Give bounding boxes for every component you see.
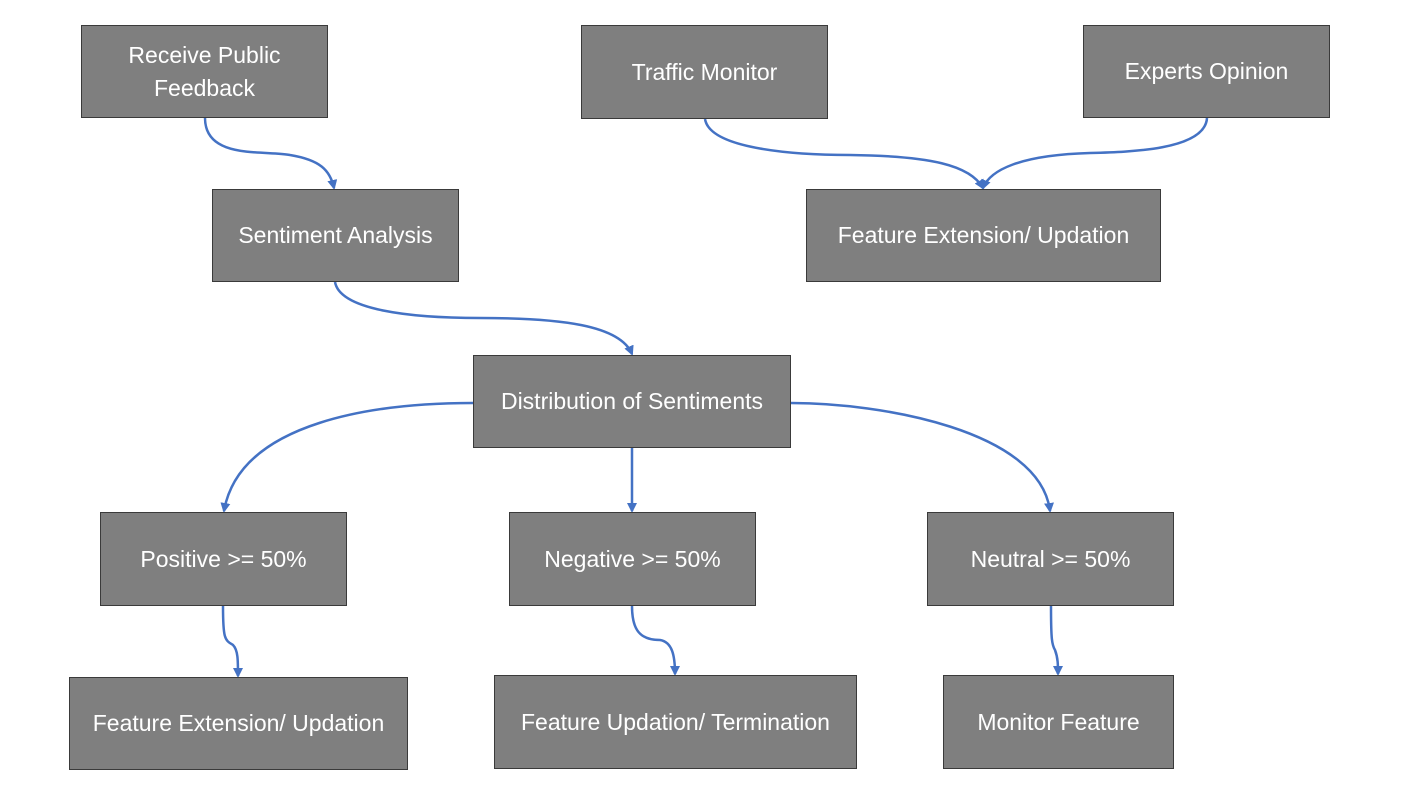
feature-updation-termination-box: Feature Updation/ Termination — [494, 675, 857, 769]
feature-extension-updation-top-box: Feature Extension/ Updation — [806, 189, 1161, 282]
sentiment-analysis-box: Sentiment Analysis — [212, 189, 459, 282]
connector-receive-to-sentiment — [203, 117, 338, 190]
feature-extension-updation-bottom-label: Feature Extension/ Updation — [92, 710, 385, 736]
connector-traffic-to-feature — [703, 118, 985, 190]
experts-opinion-label: Experts Opinion — [1124, 58, 1289, 84]
distribution-of-sentiments-label: Distribution of Sentiments — [500, 388, 764, 414]
connector-negative-to-termination — [630, 605, 680, 676]
connector-experts-to-feature — [981, 117, 1209, 190]
sentiment-analysis-label: Sentiment Analysis — [238, 222, 433, 248]
neutral-threshold-label: Neutral >= 50% — [970, 545, 1131, 572]
monitor-feature-label: Monitor Feature — [977, 708, 1140, 735]
feature-extension-updation-bottom-box: Feature Extension/ Updation — [69, 677, 408, 770]
connector-neutral-to-monitor — [1049, 605, 1063, 676]
connector-sentiment-to-distribution — [333, 281, 634, 356]
positive-threshold-label: Positive >= 50% — [140, 545, 307, 572]
feature-extension-updation-top-label: Feature Extension/ Updation — [837, 222, 1130, 248]
monitor-feature-box: Monitor Feature — [943, 675, 1174, 769]
negative-threshold-label: Negative >= 50% — [544, 545, 721, 572]
neutral-threshold-box: Neutral >= 50% — [927, 512, 1174, 606]
feature-updation-termination-label: Feature Updation/ Termination — [521, 708, 830, 735]
positive-threshold-box: Positive >= 50% — [100, 512, 347, 606]
distribution-of-sentiments-box: Distribution of Sentiments — [473, 355, 791, 448]
receive-public-feedback-box: Receive Public Feedback — [81, 25, 328, 118]
negative-threshold-box: Negative >= 50% — [509, 512, 756, 606]
connector-positive-to-extension — [221, 605, 243, 678]
traffic-monitor-box: Traffic Monitor — [581, 25, 828, 119]
receive-public-feedback-label: Receive Public Feedback — [128, 41, 281, 101]
traffic-monitor-label: Traffic Monitor — [631, 58, 778, 85]
connector-distribution-to-neutral — [790, 401, 1054, 513]
connector-distribution-to-positive — [220, 401, 474, 513]
experts-opinion-box: Experts Opinion — [1083, 25, 1330, 118]
